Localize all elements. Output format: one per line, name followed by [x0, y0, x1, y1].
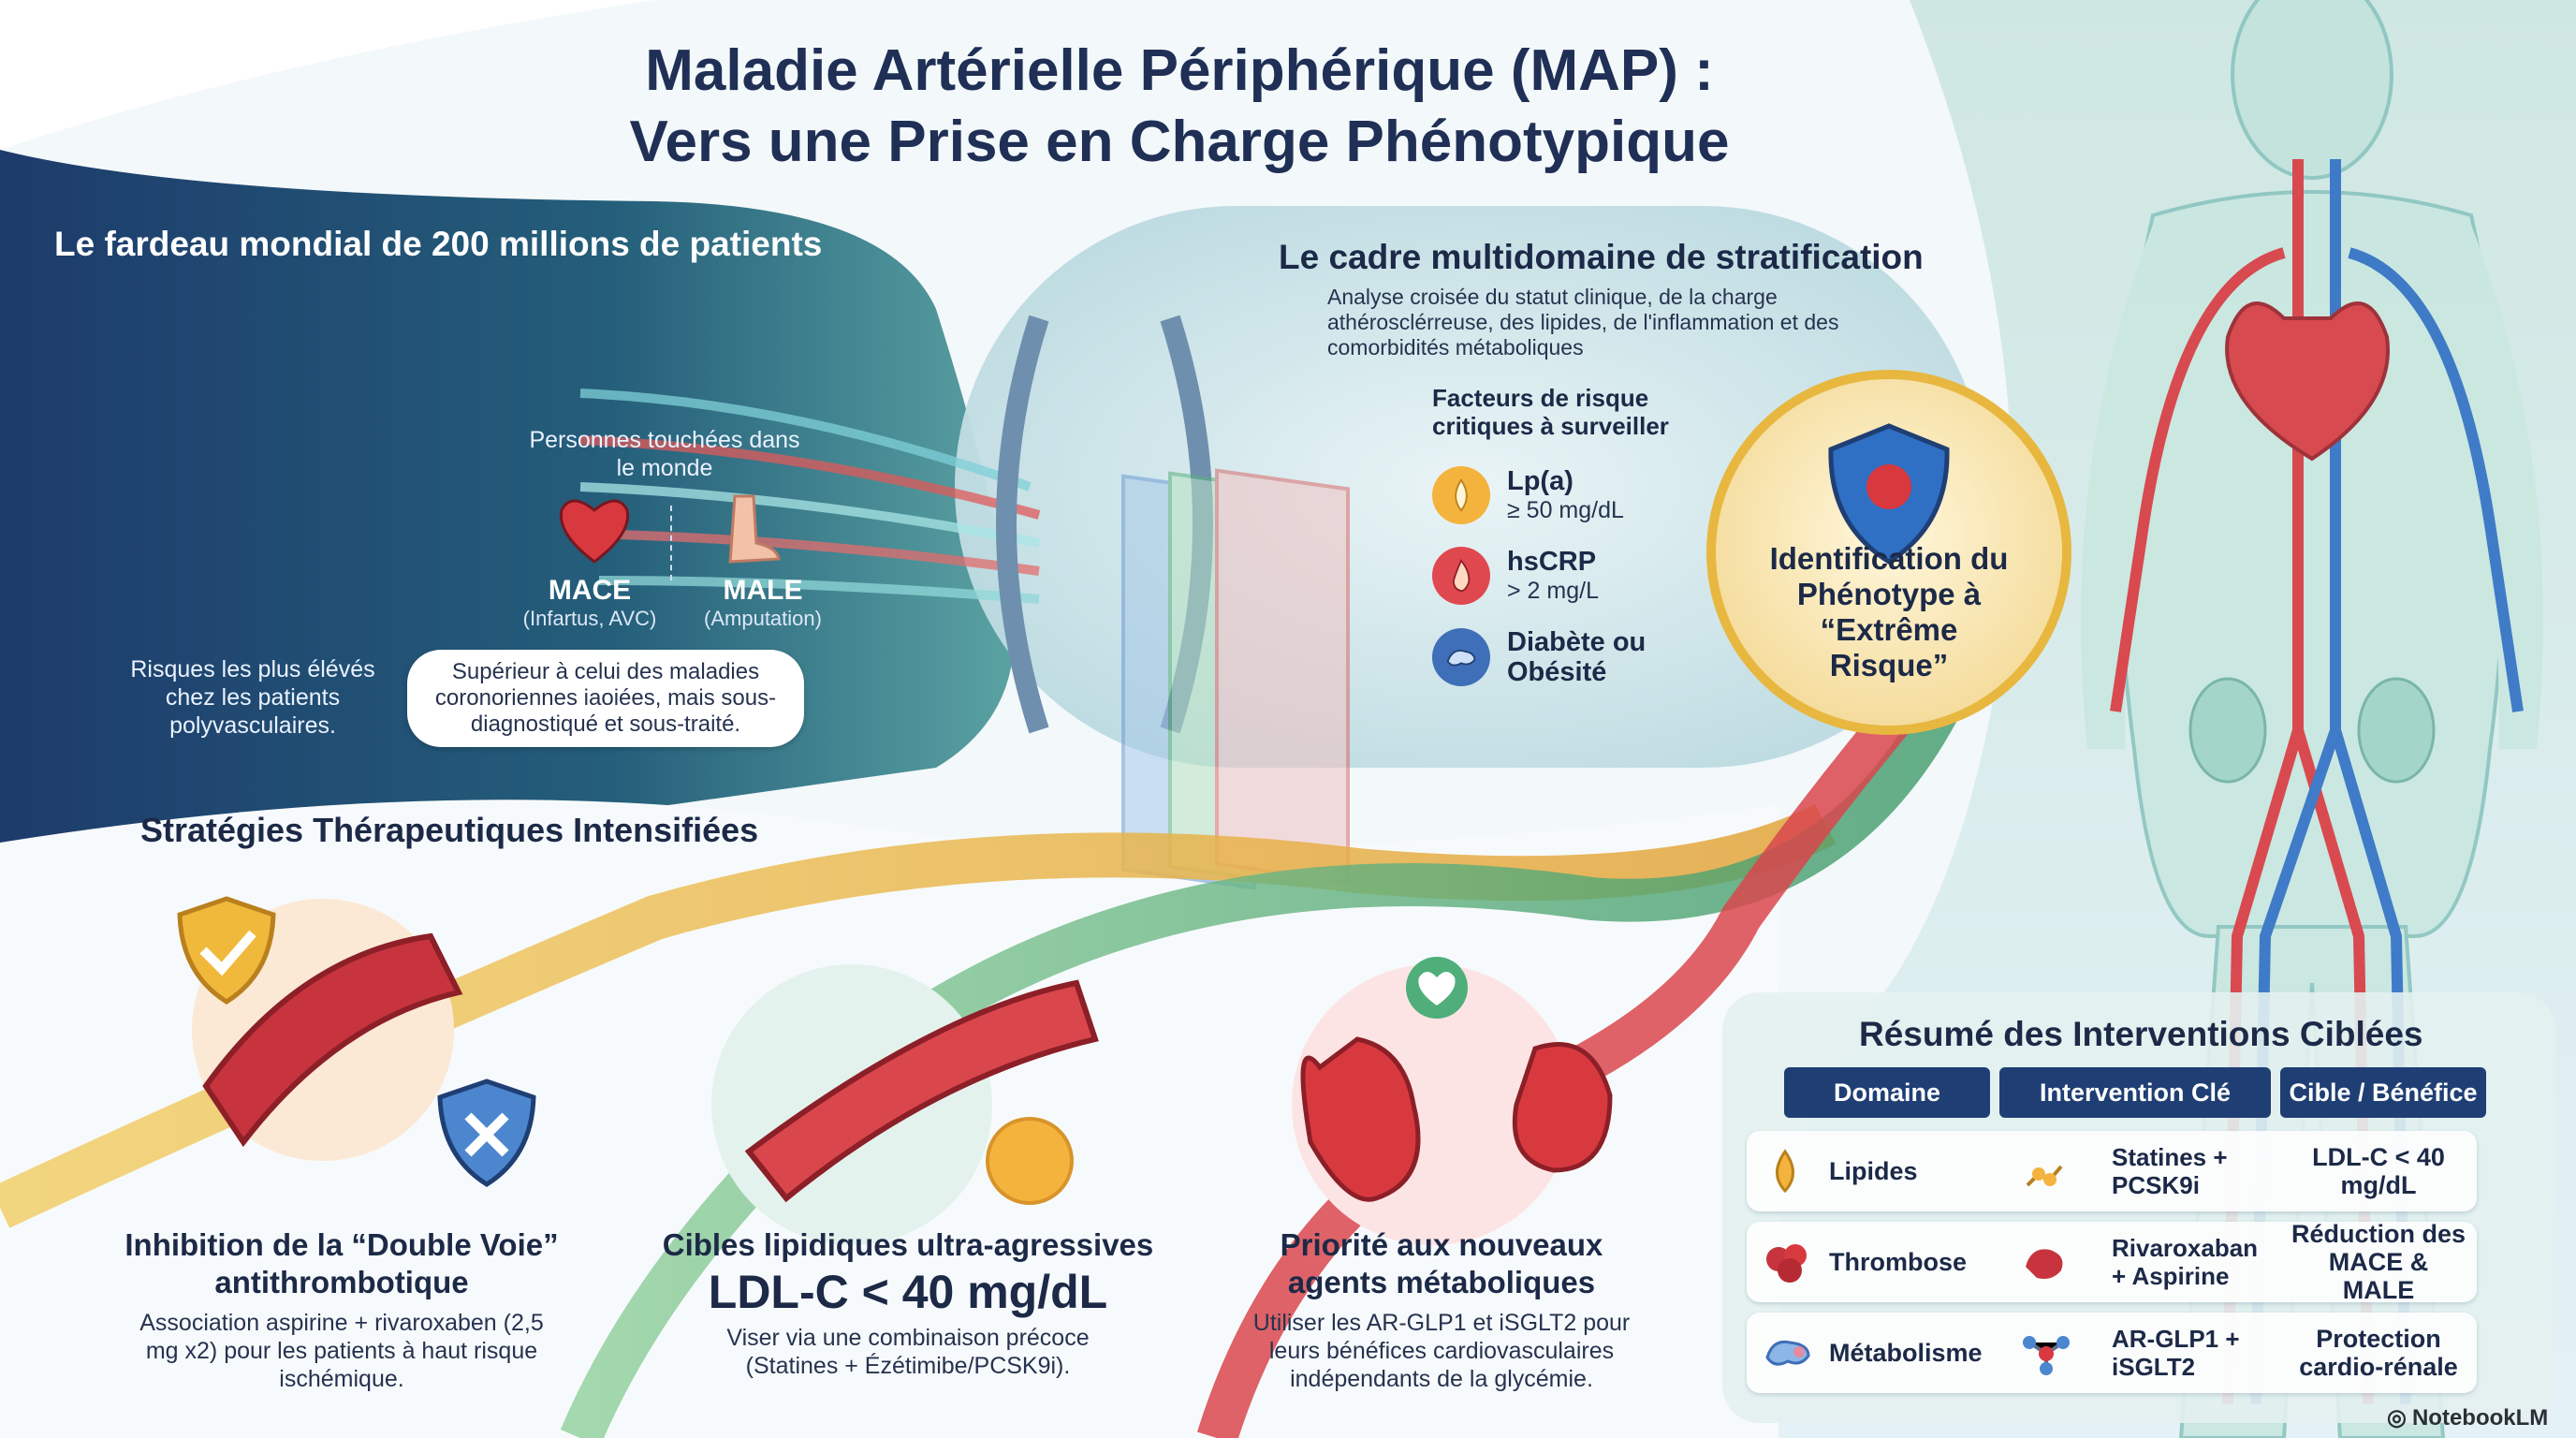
risk-factor-lpa: Lp(a) ≥ 50 mg/dL	[1432, 466, 1732, 524]
risk-text: Risques les plus élévés chez les patient…	[130, 656, 375, 739]
table-row: Thrombose Rivaroxaban + Aspirine Réducti…	[1747, 1220, 2477, 1304]
risk-factor-value: ≥ 50 mg/dL	[1507, 497, 1624, 523]
strategy-title: Inhibition de la “Double Voie” antithrom…	[124, 1227, 559, 1299]
risk-factors-title: Facteurs de risque critiques à surveille…	[1432, 384, 1669, 440]
shield-x-icon	[431, 1077, 543, 1189]
column-header-domain: Domaine	[1784, 1067, 1990, 1118]
underdiagnosis-bubble: Supérieur à celui des maladies coronorie…	[407, 650, 804, 747]
strategy-body: Viser via une combinaison précoce (Stati…	[726, 1325, 1090, 1379]
foot-icon	[711, 492, 786, 566]
flame-icon	[1432, 547, 1490, 605]
framework-subtitle: Analyse croisée du statut clinique, de l…	[1327, 285, 1839, 360]
heart-check-icon	[1404, 955, 1470, 1020]
domain-cell: Lipides	[1829, 1157, 1918, 1185]
title-line-1: Maladie Artérielle Périphérique (MAP) :	[645, 38, 1714, 103]
target-cell: LDL-C < 40 mg/dL	[2312, 1143, 2445, 1199]
strategy-card-2: Cibles lipidiques ultra-agressives LDL-C…	[646, 1226, 1170, 1380]
blood-clot-icon	[2018, 1222, 2071, 1302]
mace-block: MACE (Infartus, AVC)	[505, 575, 674, 631]
table-row: Lipides Statines + PCSK9i LDL-C < 40 mg/…	[1747, 1131, 2477, 1211]
page-title: Maladie Artérielle Périphérique (MAP) : …	[524, 36, 1835, 178]
title-line-2: Vers une Prise en Charge Phénotypique	[629, 110, 1730, 174]
burden-heading: Le fardeau mondial de 200 millions de pa…	[54, 225, 823, 263]
drop-icon	[1432, 466, 1490, 524]
domain-cell: Métabolisme	[1829, 1339, 1983, 1367]
column-header-intervention: Intervention Clé	[1999, 1067, 2271, 1118]
blood-clot-icon	[1762, 1222, 1814, 1302]
ldl-target: LDL-C < 40 mg/dL	[708, 1266, 1108, 1318]
notebooklm-logo-icon: ◎	[2387, 1405, 2407, 1431]
strategy-title: Priorité aux nouveaux agents métabolique…	[1280, 1227, 1603, 1299]
shield-check-icon	[170, 894, 283, 1006]
phenotype-label: Identification du Phénotype à “Extrême R…	[1769, 541, 2009, 682]
intervention-cell: Statines + PCSK9i	[2112, 1143, 2228, 1199]
mace-label: MACE	[548, 575, 632, 606]
strategy-card-3: Priorité aux nouveaux agents métabolique…	[1236, 1226, 1647, 1393]
intervention-cell: Rivaroxaban + Aspirine	[2112, 1234, 2259, 1290]
risk-factor-diabetes: Diabète ou Obésité	[1432, 627, 1732, 687]
molecule-icon	[2018, 1131, 2074, 1211]
male-block: MALE (Amputation)	[683, 575, 842, 631]
domain-cell: Thrombose	[1829, 1248, 1968, 1276]
framework-heading: Le cadre multidomaine de stratification	[1279, 238, 1924, 276]
risk-factor-name: hsCRP	[1507, 547, 1597, 577]
male-sub: (Amputation)	[704, 607, 822, 630]
strategy-body: Utiliser les AR-GLP1 et iSGLT2 pour leur…	[1252, 1310, 1631, 1392]
strategy-title: Cibles lipidiques ultra-agressives	[662, 1227, 1154, 1262]
risk-factor-hscrp: hsCRP > 2 mg/L	[1432, 547, 1732, 605]
people-label: Personnes touchées dans le monde	[529, 427, 800, 481]
target-cell: Protection cardio-rénale	[2299, 1325, 2458, 1381]
strategies-heading: Stratégies Thérapeutiques Intensifiées	[140, 811, 759, 849]
brand-label: NotebookLM	[2411, 1404, 2549, 1431]
drop-icon	[1762, 1131, 1808, 1211]
risk-factors: Facteurs de risque critiques à surveille…	[1432, 384, 1732, 710]
intervention-cell: AR-GLP1 + iSGLT2	[2112, 1325, 2240, 1381]
molecule-icon	[2018, 1313, 2074, 1393]
pancreas-icon	[1432, 628, 1490, 686]
mace-sub: (Infartus, AVC)	[522, 607, 657, 630]
table-row: Métabolisme AR-GLP1 + iSGLT2 Protection …	[1747, 1313, 2477, 1393]
pancreas-icon	[1762, 1313, 1814, 1393]
summary-heading: Résumé des Interventions Ciblées	[1859, 1015, 2423, 1053]
column-header-target: Cible / Bénéfice	[2280, 1067, 2486, 1118]
male-label: MALE	[723, 575, 803, 606]
risk-factor-value: > 2 mg/L	[1507, 578, 1599, 604]
heart-icon	[552, 492, 637, 566]
target-cell: Réduction des MACE & MALE	[2291, 1220, 2466, 1304]
divider	[670, 506, 674, 580]
strategy-card-1: Inhibition de la “Double Voie” antithrom…	[122, 1226, 562, 1393]
risk-factor-name: Diabète ou Obésité	[1507, 627, 1647, 687]
risk-factor-name: Lp(a)	[1507, 466, 1573, 496]
brand: ◎ NotebookLM	[2387, 1404, 2548, 1431]
strategy-body: Association aspirine + rivaroxaben (2,5 …	[139, 1310, 544, 1392]
